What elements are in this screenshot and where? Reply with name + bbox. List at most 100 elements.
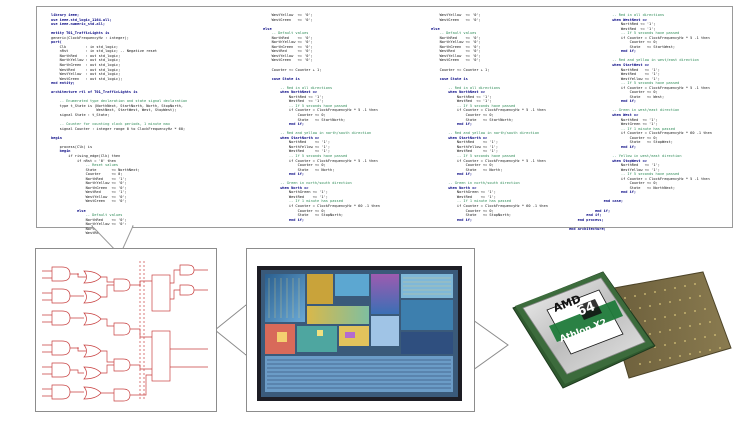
code-line: WestGreen <= '0';	[237, 58, 313, 63]
code-line: generic(ClockFrequencyHz : integer);	[51, 35, 129, 40]
code-line: WestRed <= '0';	[237, 49, 313, 54]
code-column-2: WestYellow <= '0'; WestGreen <= '0'; els…	[237, 13, 380, 222]
code-line: Counter <= 0;	[569, 135, 658, 140]
code-line: use ieee.numeric_std.all;	[51, 22, 106, 27]
code-line: State <= StopNorth;	[237, 213, 344, 218]
code-line: State <= StartWest;	[569, 44, 676, 49]
code-line: -- If 5 seconds have passed	[237, 103, 348, 108]
code-line: end if;	[569, 49, 637, 54]
code-line: when StopWest =>	[569, 158, 647, 163]
code-line: else	[405, 26, 440, 31]
code-line: end if;	[569, 190, 637, 195]
amd-athlon-chip-photo: AMD 64 Athlon X2	[505, 250, 737, 412]
cpu-package-illustration: AMD 64 Athlon X2	[512, 271, 732, 389]
code-line: end process;	[569, 217, 604, 222]
code-line: if Counter = ClockFrequencyHz * 5 -1 the…	[405, 108, 546, 113]
code-line: Counter <= 0;	[569, 90, 658, 95]
code-line: NorthGreen <= '0';	[405, 44, 481, 49]
code-line: end if;	[237, 172, 305, 177]
code-line: State <= West;	[569, 94, 665, 99]
code-line: if Counter = ClockFrequencyHz * 60 -1 th…	[237, 203, 380, 208]
code-line: architecture rtl of T01_TrafficLights is	[51, 90, 138, 95]
code-line: State <= NorthNext;	[569, 185, 676, 190]
code-line: NorthYellow <= '0';	[51, 181, 127, 186]
code-line: NorthRed <= '1';	[405, 140, 499, 145]
code-line: -- If 1 minute has passed	[569, 126, 676, 131]
code-line: NorthYellow <= '0';	[405, 40, 481, 45]
code-line: Clk : in std_logic;	[51, 44, 119, 49]
code-line: WestRed <= '1';	[405, 149, 499, 154]
code-line: when North =>	[405, 185, 477, 190]
code-line: WestRed <= '1';	[237, 194, 328, 199]
code-line: WestRed <= '1';	[405, 194, 496, 199]
code-line: if Counter = ClockFrequencyHz * 5 -1 the…	[569, 85, 710, 90]
code-line: WestGreen <= '0';	[51, 199, 127, 204]
cpu-front-package	[512, 271, 656, 389]
code-line: use ieee.std_logic_1164.all;	[51, 17, 112, 22]
code-column-1: library ieee;use ieee.std_logic_1164.all…	[51, 13, 187, 236]
code-line: when StartWest =>	[569, 63, 650, 68]
code-line: -- If 5 seconds have passed	[237, 153, 348, 158]
code-line: Counter <= Counter + 1;	[237, 67, 322, 72]
code-line: State <= StopWest;	[569, 140, 673, 145]
code-line: WestYellow <= '0';	[237, 53, 313, 58]
code-line: else	[51, 208, 86, 213]
code-line: -- If 5 seconds have passed	[405, 103, 516, 108]
code-line: WestGreen <= '0';	[237, 17, 313, 22]
code-line: if Counter = ClockFrequencyHz * 5 -1 the…	[405, 158, 546, 163]
code-line: WestRed <= '1';	[237, 99, 324, 104]
code-line: -- Yellow in west/east direction	[569, 153, 682, 158]
code-line: WestGreen <= '1';	[569, 122, 658, 127]
code-line: WestYellow : out std_logic;	[51, 72, 121, 77]
code-line: WestRed <= '1';	[569, 72, 660, 77]
code-line: NorthRed <= '0';	[51, 217, 127, 222]
code-line: -- Red in all directions	[569, 13, 665, 17]
code-line: NorthRed : out std_logic;	[51, 53, 121, 58]
code-line: -- Default values	[405, 31, 477, 36]
code-line: begin	[51, 135, 62, 140]
code-line: signal Counter : integer range 0 to Cloc…	[51, 126, 186, 131]
code-line: State <= StopNorth;	[405, 213, 512, 218]
code-line: -- Red and yellow in north/south directi…	[405, 131, 540, 136]
code-line: WestYellow <= '1';	[569, 167, 660, 172]
code-line: -- If 5 seconds have passed	[405, 153, 516, 158]
code-line: end if;	[405, 172, 473, 177]
code-line: -- Default values	[51, 213, 123, 218]
code-line: State <= North;	[405, 167, 503, 172]
code-line: begin	[51, 149, 71, 154]
code-line: NorthYellow <= '1';	[237, 144, 331, 149]
die-to-chip-arrow	[472, 319, 509, 371]
code-line: NorthYellow <= '1';	[405, 144, 499, 149]
logic-schematic-panel	[35, 248, 217, 412]
code-line: WestRed <= '1';	[237, 149, 331, 154]
code-line: Counter <= 0;	[405, 113, 494, 118]
code-line: if Counter = ClockFrequencyHz * 5 -1 the…	[569, 176, 710, 181]
code-line: -- Enumerated type declaration and state…	[51, 99, 188, 104]
code-line: WestRed <= '1';	[405, 99, 492, 104]
cpu-die-micrograph	[257, 266, 462, 401]
code-line: NorthRed <= '0';	[405, 35, 481, 40]
code-line: State <= StartNorth;	[405, 117, 514, 122]
code-line: end if;	[569, 99, 637, 104]
code-line: NorthGreen : out std_logic;	[51, 63, 121, 68]
code-line: -- Green in north/south direction	[405, 181, 520, 186]
code-line: WestRed <= '1';	[51, 190, 127, 195]
code-line: NorthRed <= '1';	[405, 94, 492, 99]
code-line: NorthGreen <= '0';	[51, 185, 127, 190]
code-line: when West =>	[569, 113, 639, 118]
code-line: Counter <= 0;	[51, 172, 123, 177]
code-line: Counter <= 0;	[405, 163, 494, 168]
code-line: -- Green in west/east direction	[569, 108, 680, 113]
code-line: NorthRed <= '1';	[569, 163, 660, 168]
code-line: -- If 5 seconds have passed	[569, 172, 680, 177]
code-line: case State is	[237, 76, 300, 81]
code-line: when North =>	[237, 185, 309, 190]
code-line: Counter <= 0;	[237, 113, 326, 118]
code-line: if Counter = ClockFrequencyHz * 5 -1 the…	[237, 158, 378, 163]
code-line: WestGreen : out std_logic);	[51, 76, 123, 81]
code-line: WestRed : out std_logic;	[51, 67, 121, 72]
code-line: WestYellow <= '0';	[237, 13, 313, 17]
code-line: signal State : t_State;	[51, 113, 110, 118]
code-line: port(	[51, 40, 62, 45]
code-line: case State is	[405, 76, 468, 81]
